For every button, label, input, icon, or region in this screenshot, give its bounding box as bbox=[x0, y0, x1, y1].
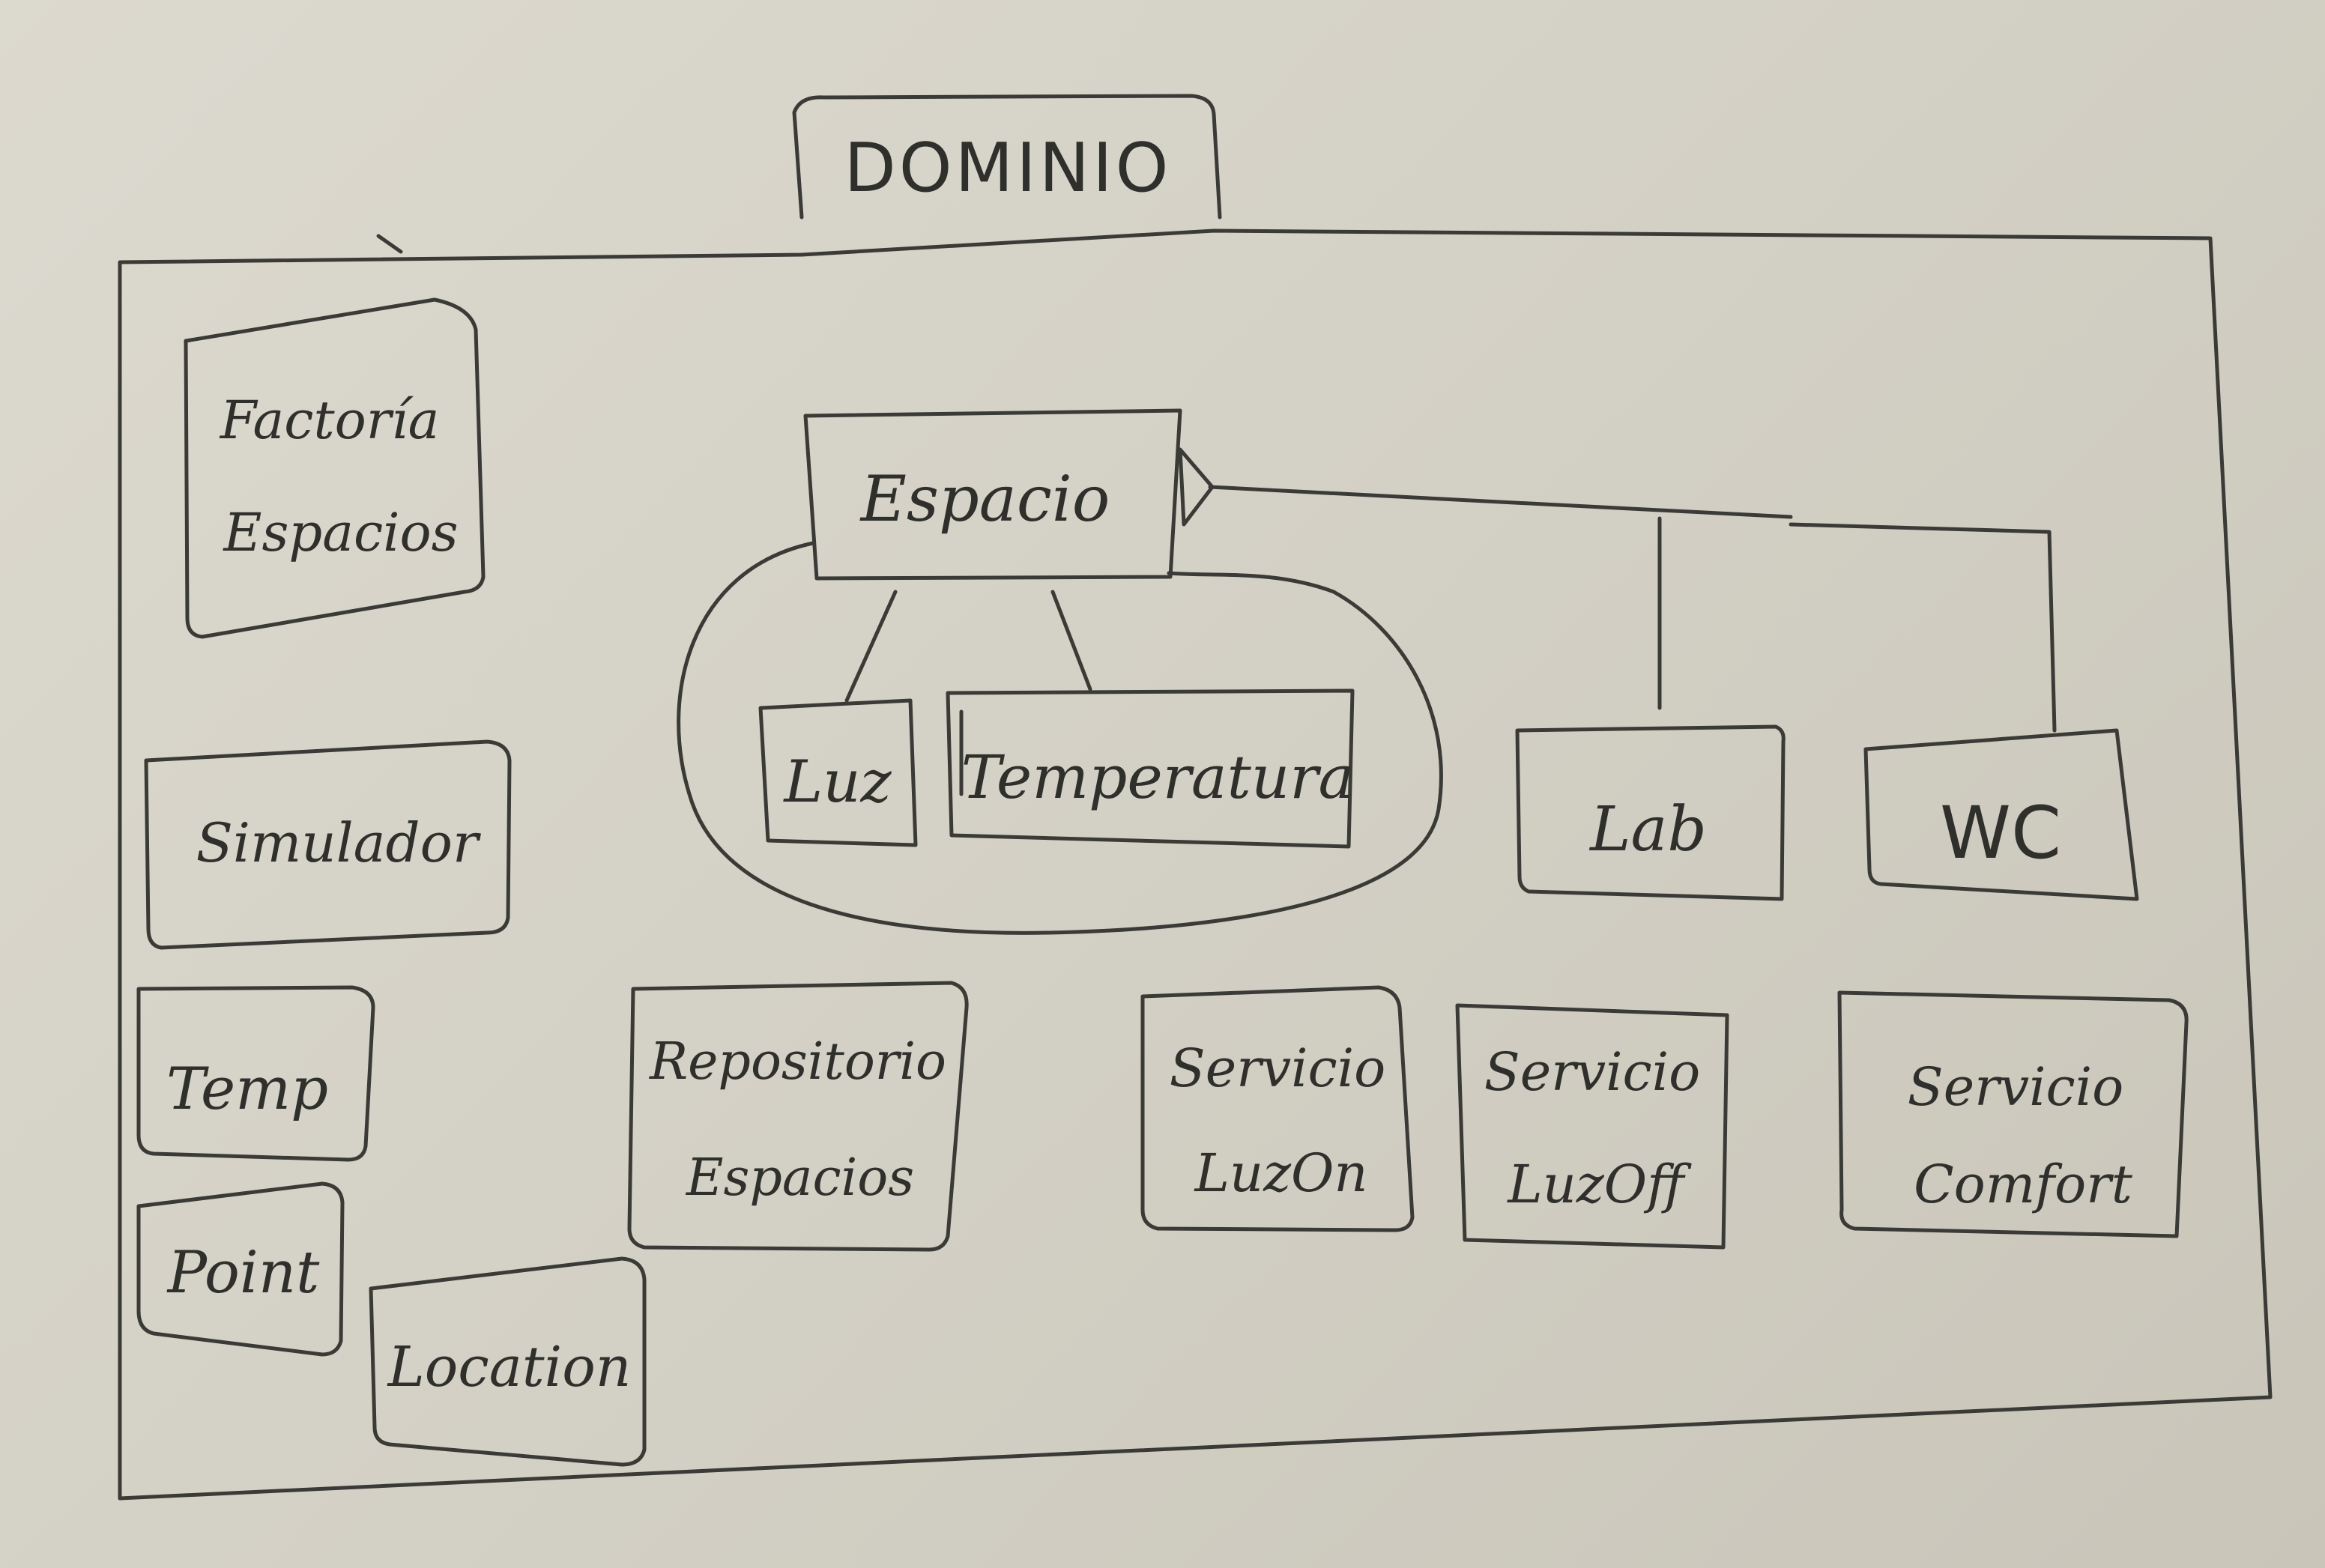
simulador-box: Simulador bbox=[144, 739, 512, 950]
simulador-label: Simulador bbox=[196, 811, 481, 874]
espacio-box: Espacio bbox=[803, 408, 1182, 581]
repositorio-label-line1: Repositorio bbox=[648, 1032, 946, 1092]
temperatura-label: Temperatura bbox=[961, 742, 1354, 812]
lab-label: Lab bbox=[1588, 794, 1707, 865]
servicio-luz-off-label-line1: Servicio bbox=[1484, 1041, 1701, 1103]
package-frame bbox=[118, 228, 2273, 1501]
wc-box: WC bbox=[1863, 728, 2139, 901]
espacio-luz-link bbox=[844, 590, 898, 703]
location-box: Location bbox=[369, 1256, 647, 1467]
factoria-espacios-box: Factoría Espacios bbox=[184, 297, 486, 639]
dominio-title: DOMINIO bbox=[844, 129, 1171, 208]
factoria-label-line1: Factoría bbox=[219, 390, 440, 451]
generalization-arrowhead bbox=[1178, 447, 1215, 527]
dominio-tab: DOMINIO bbox=[792, 94, 1222, 220]
servicio-confort-label-line2: Comfort bbox=[1914, 1154, 2133, 1215]
servicio-confort-box: Servicio Comfort bbox=[1837, 990, 2189, 1238]
servicio-confort-label-line1: Servicio bbox=[1908, 1056, 2124, 1118]
espacio-label: Espacio bbox=[859, 462, 1110, 536]
luz-box: Luz bbox=[758, 698, 918, 847]
point-label: Point bbox=[166, 1239, 320, 1307]
lab-box: Lab bbox=[1515, 724, 1786, 901]
espacio-temperatura-link bbox=[1050, 590, 1092, 691]
repositorio-label-line2: Espacios bbox=[685, 1148, 914, 1208]
wc-label: WC bbox=[1940, 791, 2061, 875]
espacio-group-ellipse bbox=[677, 541, 1443, 935]
servicio-luz-off-label-line2: LuzOff bbox=[1506, 1154, 1692, 1215]
location-label: Location bbox=[387, 1335, 632, 1399]
inheritance-links bbox=[1178, 447, 2057, 733]
servicio-luz-on-box: Servicio LuzOn bbox=[1140, 985, 1415, 1232]
repositorio-espacios-box: Repositorio Espacios bbox=[627, 981, 969, 1252]
servicio-luz-off-box: Servicio LuzOff bbox=[1455, 1003, 1729, 1250]
factoria-label-line2: Espacios bbox=[222, 502, 458, 563]
temp-label: Temp bbox=[166, 1056, 328, 1123]
servicio-luz-on-label-line2: LuzOn bbox=[1194, 1142, 1368, 1204]
package-frame-tick bbox=[376, 234, 403, 254]
temp-box: Temp bbox=[136, 985, 375, 1162]
point-box: Point bbox=[136, 1181, 345, 1357]
servicio-luz-on-label-line1: Servicio bbox=[1170, 1038, 1386, 1099]
temperatura-box: Temperatura bbox=[946, 688, 1355, 849]
luz-label: Luz bbox=[782, 748, 892, 816]
